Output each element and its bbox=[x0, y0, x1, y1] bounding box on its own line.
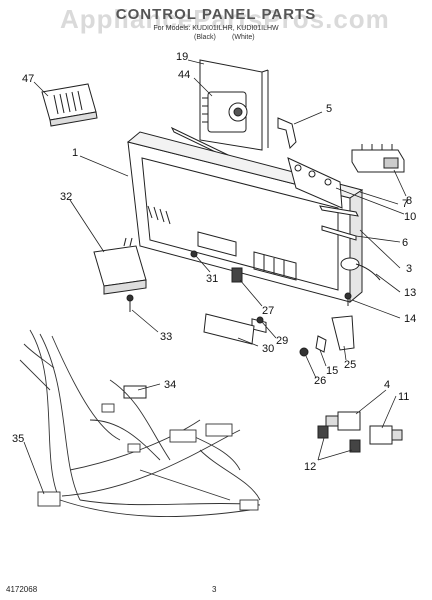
leader-lines bbox=[23, 59, 407, 495]
callout-33: 33 bbox=[160, 331, 172, 343]
part-6-rail bbox=[321, 225, 357, 241]
callout-47: 47 bbox=[22, 73, 34, 85]
part-12-caps bbox=[317, 425, 361, 453]
variant-white: (White) bbox=[232, 34, 255, 41]
callout-6: 6 bbox=[402, 237, 408, 249]
callout-7: 7 bbox=[402, 198, 408, 210]
part-44-timer bbox=[202, 91, 248, 133]
part-4-switch bbox=[325, 411, 361, 431]
part-13-lamp bbox=[340, 257, 381, 281]
part-32-handle bbox=[93, 237, 147, 295]
part-25-bracket bbox=[331, 315, 355, 351]
part-30-bar bbox=[203, 313, 255, 345]
part-8-switch bbox=[351, 144, 405, 173]
callout-30: 30 bbox=[262, 343, 274, 355]
callout-25: 25 bbox=[344, 359, 356, 371]
part-1-control-panel bbox=[126, 131, 364, 333]
document-number: 4172068 bbox=[6, 585, 38, 594]
callout-10: 10 bbox=[404, 211, 416, 223]
callout-26: 26 bbox=[314, 375, 326, 387]
part-27-block bbox=[231, 267, 243, 283]
callout-8: 8 bbox=[406, 195, 412, 207]
callout-27: 27 bbox=[262, 305, 274, 317]
callout-15: 15 bbox=[326, 365, 338, 377]
callout-34: 34 bbox=[164, 379, 176, 391]
part-10-bracket bbox=[287, 157, 343, 209]
part-15-clip bbox=[315, 335, 327, 353]
callout-32: 32 bbox=[60, 191, 72, 203]
part-11-switch bbox=[369, 425, 403, 445]
screw-26 bbox=[299, 347, 309, 357]
part-35-wire-harness bbox=[19, 329, 261, 518]
screw-29 bbox=[256, 316, 264, 324]
callout-44: 44 bbox=[178, 69, 190, 81]
part-7-strip bbox=[319, 205, 359, 217]
callout-19: 19 bbox=[176, 51, 188, 63]
part-5-clip bbox=[277, 117, 297, 149]
callout-14: 14 bbox=[404, 313, 416, 325]
callout-12: 12 bbox=[304, 461, 316, 473]
screw-31 bbox=[190, 250, 198, 258]
variant-black: (Black) bbox=[194, 34, 216, 41]
part-34-bracket bbox=[123, 385, 147, 399]
callout-1: 1 bbox=[72, 147, 78, 159]
screw-33 bbox=[126, 294, 134, 312]
callout-3: 3 bbox=[406, 263, 412, 275]
model-numbers: For Models: KUDI01ILHR, KUDI01ILHW bbox=[153, 25, 279, 32]
callout-13: 13 bbox=[404, 287, 416, 299]
diagram-title: CONTROL PANEL PARTS bbox=[115, 6, 317, 23]
callout-29: 29 bbox=[276, 335, 288, 347]
page-number: 3 bbox=[212, 585, 217, 594]
callout-35: 35 bbox=[12, 433, 24, 445]
callout-31: 31 bbox=[206, 273, 218, 285]
callout-4: 4 bbox=[384, 379, 390, 391]
screw-14 bbox=[344, 292, 352, 306]
callout-11: 11 bbox=[398, 391, 409, 403]
callout-5: 5 bbox=[326, 103, 332, 115]
part-47-vent-piece bbox=[41, 83, 98, 127]
callout-labels: 47 19 44 5 1 8 10 7 32 6 31 3 13 27 14 3… bbox=[12, 51, 416, 473]
